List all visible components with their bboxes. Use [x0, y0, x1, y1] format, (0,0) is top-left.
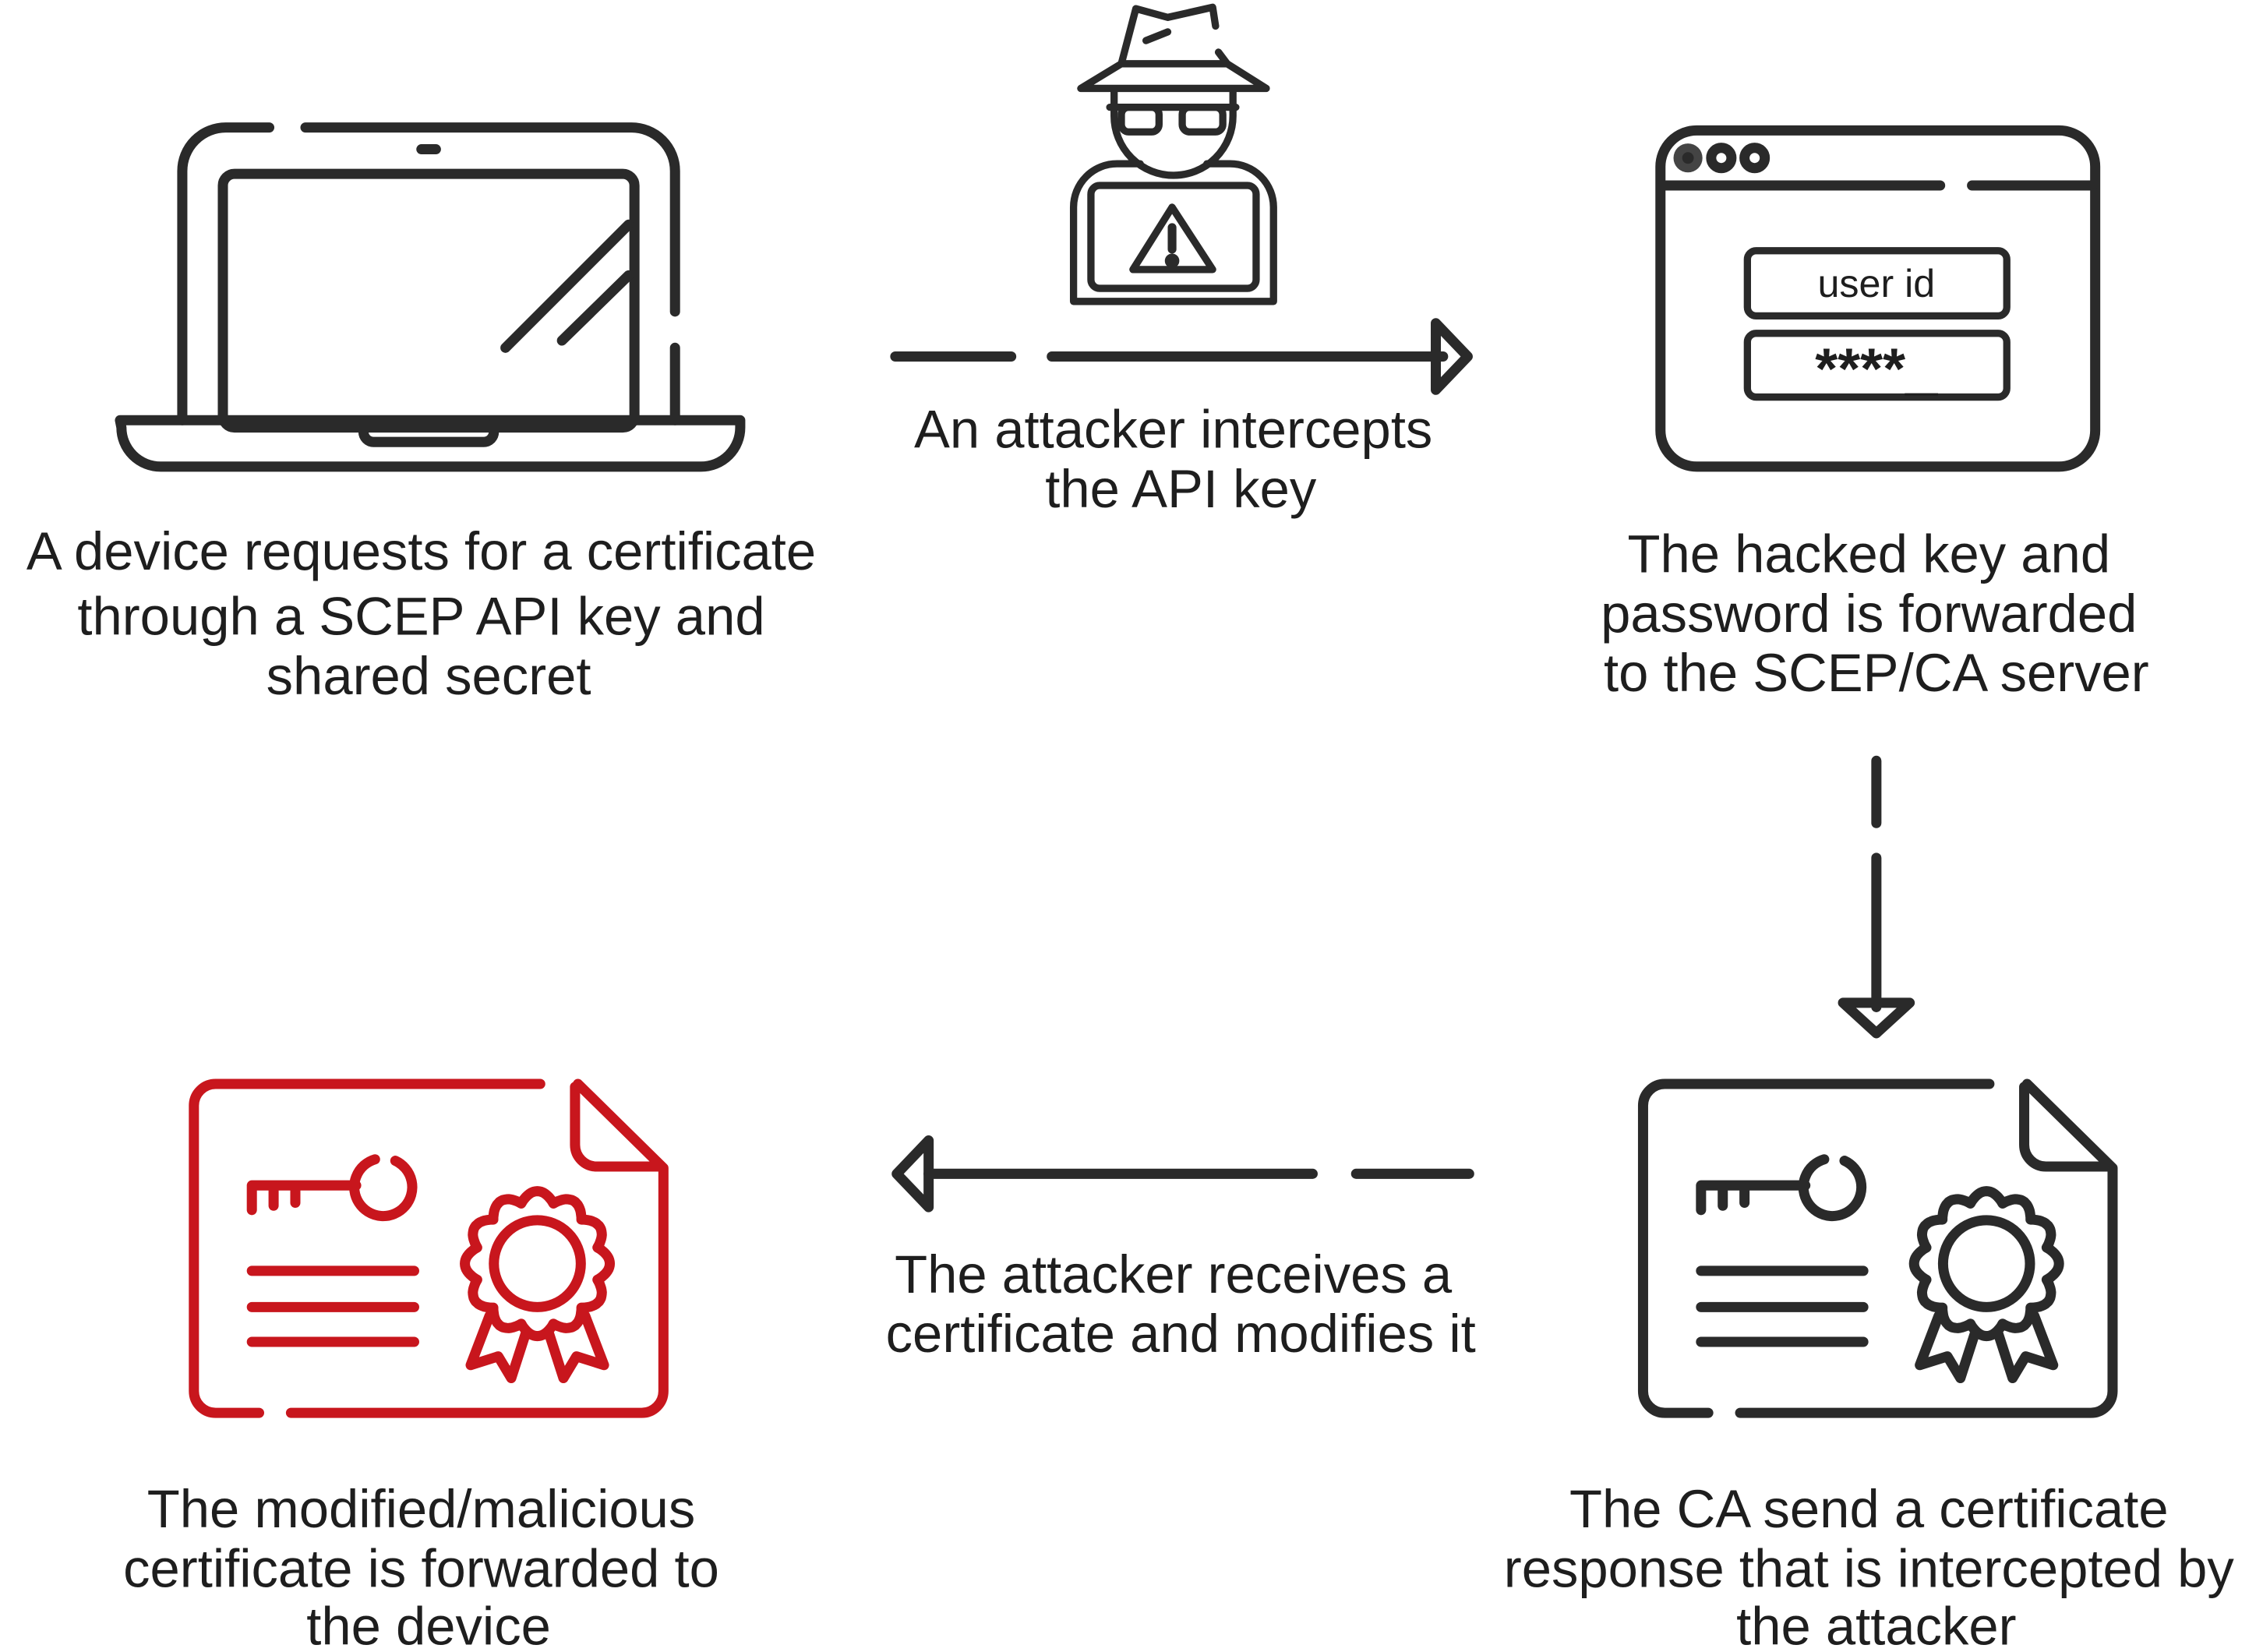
- hacker-icon: [1069, 3, 1277, 305]
- forward-caption: The hacked key and password is forwarded…: [1601, 524, 2152, 703]
- device-request-caption: A device requests for a certificate thro…: [26, 521, 831, 706]
- ca-response-caption: The CA send a certificate response that …: [1504, 1479, 2249, 1652]
- arrow-left: [891, 1135, 1474, 1213]
- browser-login-icon: user id ****_: [1655, 125, 2101, 472]
- certificate-icon: [1643, 1084, 2113, 1413]
- password-field: ****_: [1815, 336, 1939, 401]
- arrow-right: [890, 318, 1473, 395]
- laptop-icon: [115, 122, 746, 472]
- malicious-certificate-icon: [194, 1084, 664, 1413]
- modify-caption: The attacker receives a certificate and …: [886, 1244, 1476, 1364]
- arrow-down: [1838, 755, 1915, 1039]
- malicious-caption: The modified/malicious certificate is fo…: [123, 1479, 734, 1652]
- user-id-field: user id: [1818, 262, 1936, 305]
- intercept-caption: An attacker intercepts the API key: [914, 400, 1448, 519]
